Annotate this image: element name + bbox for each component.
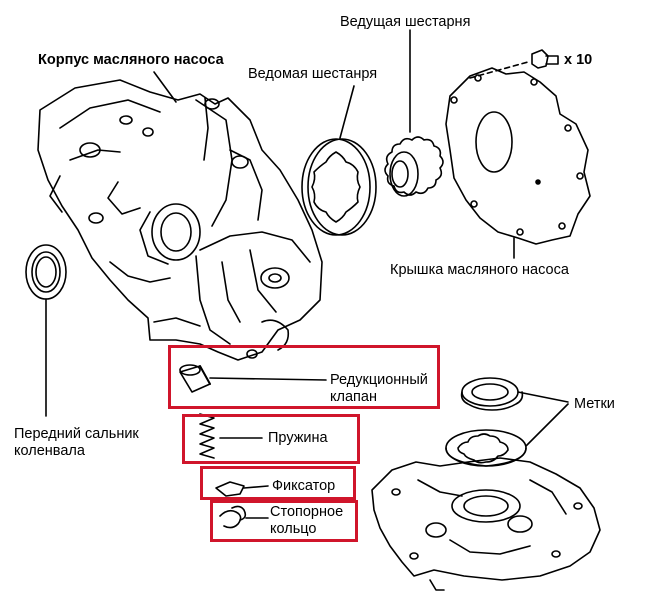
drive-gear bbox=[384, 29, 444, 197]
snap-ring bbox=[219, 505, 269, 529]
highlight-retainer bbox=[200, 466, 356, 500]
label-retainer: Фиксатор bbox=[272, 478, 336, 494]
label-driven-gear: Ведомая шестанря bbox=[248, 66, 378, 82]
label-marks: Метки bbox=[574, 396, 615, 412]
label-snap-ring-1: Стопорное bbox=[270, 504, 344, 520]
label-spring: Пружина bbox=[268, 430, 328, 446]
front-crankshaft-seal bbox=[25, 244, 67, 417]
label-drive-gear: Ведущая шестарня bbox=[340, 14, 471, 30]
highlight-spring bbox=[182, 414, 360, 464]
oil-pump-cover bbox=[445, 61, 591, 259]
pump-body-rear bbox=[371, 457, 601, 591]
relief-valve bbox=[179, 364, 327, 393]
label-front-seal-2: коленвала bbox=[14, 443, 85, 459]
marked-gears bbox=[445, 377, 569, 467]
label-bolt-qty: x 10 bbox=[564, 52, 593, 68]
label-snap-ring-2: кольцо bbox=[270, 521, 317, 537]
label-pump-cover: Крышка масляного насоса bbox=[390, 262, 569, 278]
driven-gear bbox=[301, 85, 377, 236]
bolt bbox=[531, 49, 559, 69]
label-pump-housing: Корпус масляного насоса bbox=[38, 52, 224, 68]
label-relief-valve-2: клапан bbox=[330, 389, 377, 405]
retainer bbox=[215, 481, 269, 497]
spring bbox=[199, 413, 263, 459]
highlight-relief-valve bbox=[168, 345, 440, 409]
highlight-snap-ring bbox=[210, 500, 358, 542]
label-relief-valve-1: Редукционный bbox=[330, 372, 428, 388]
label-front-seal-1: Передний сальник bbox=[14, 426, 139, 442]
oil-pump-housing bbox=[37, 79, 323, 361]
